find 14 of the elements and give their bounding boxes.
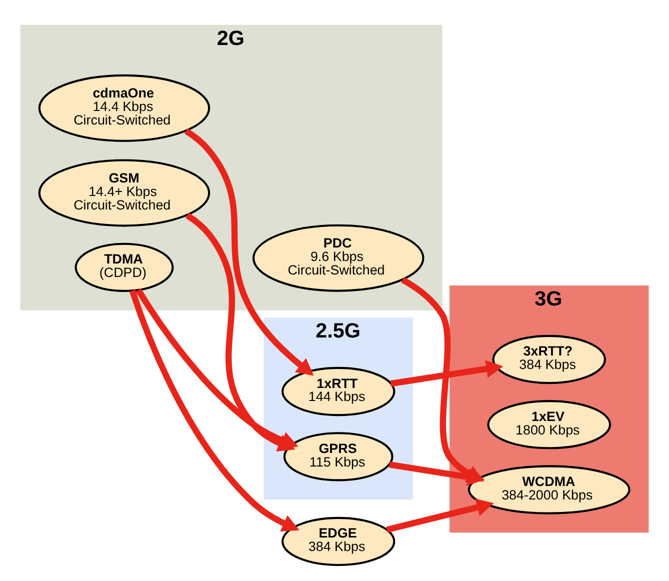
node-ellipse: 3xRTT? 384 Kbps bbox=[492, 334, 606, 384]
node-ellipse: EDGE 384 Kbps bbox=[282, 516, 396, 566]
node-ellipse: cdmaOne 14.4 Kbps Circuit-Switched bbox=[38, 74, 210, 142]
node-ellipse: WCDMA 384-2000 Kbps bbox=[468, 464, 630, 514]
arrow bbox=[186, 212, 296, 452]
node-ellipse: 1xRTT 144 Kbps bbox=[282, 366, 396, 416]
node-ellipse: GSM 14.4+ Kbps Circuit-Switched bbox=[38, 158, 210, 226]
arrow bbox=[386, 498, 494, 532]
node-ellipse: GPRS 115 Kbps bbox=[283, 432, 394, 481]
arrow bbox=[390, 360, 504, 386]
node-ellipse: TDMA (CDPD) bbox=[74, 242, 174, 292]
node-ellipse: 1xEV 1800 Kbps bbox=[487, 400, 612, 449]
arrow bbox=[184, 128, 314, 376]
node-ellipse: PDC 9.6 Kbps Circuit-Switched bbox=[252, 224, 424, 292]
